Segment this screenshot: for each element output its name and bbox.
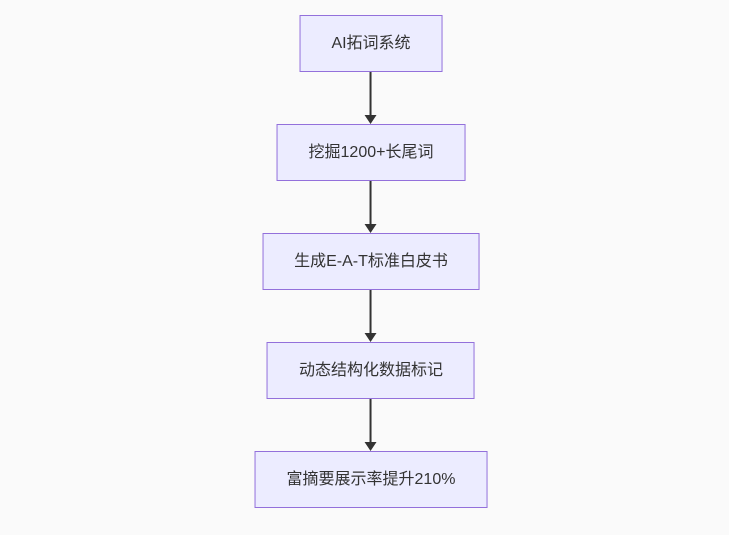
node-structured-data-markup: 动态结构化数据标记 [266,342,475,399]
node-label: 富摘要展示率提升210% [286,470,456,488]
arrow-head-icon [365,333,377,342]
arrow-line [370,399,372,442]
node-eat-whitepaper: 生成E-A-T标准白皮书 [262,233,480,290]
arrow-line [370,181,372,224]
node-longtail-mining: 挖掘1200+长尾词 [276,124,466,181]
arrow-head-icon [365,115,377,124]
flow-arrow-4 [365,399,377,451]
flow-arrow-3 [365,290,377,342]
node-rich-snippet-result: 富摘要展示率提升210% [254,451,488,508]
node-label: 动态结构化数据标记 [298,361,443,379]
flow-arrow-1 [365,72,377,124]
arrow-line [370,290,372,333]
flowchart-column: AI拓词系统 挖掘1200+长尾词 生成E-A-T标准白皮书 动态结构化数据标记 [254,15,488,508]
node-label: 挖掘1200+长尾词 [308,143,434,161]
arrow-head-icon [365,442,377,451]
node-label: AI拓词系统 [331,34,411,52]
flow-arrow-2 [365,181,377,233]
node-label: 生成E-A-T标准白皮书 [294,252,448,270]
arrow-line [370,72,372,115]
arrow-head-icon [365,224,377,233]
node-ai-keyword-system: AI拓词系统 [299,15,443,72]
